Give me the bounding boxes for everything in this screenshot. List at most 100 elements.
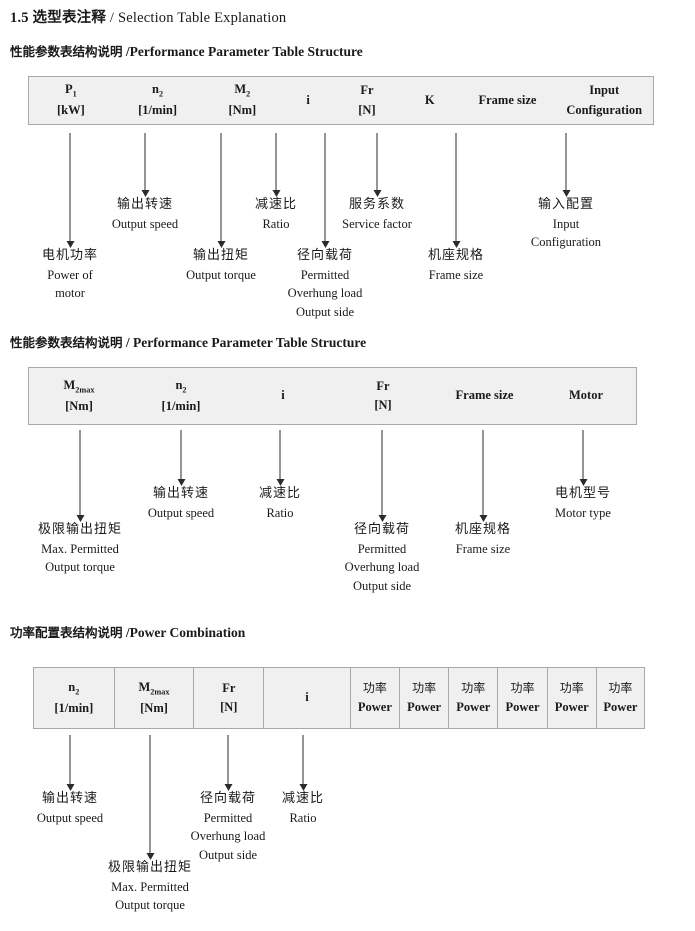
note-label-en: Output side <box>199 848 257 862</box>
note-label-en: Output speed <box>147 505 215 520</box>
note-label-en: Permitted <box>357 541 407 556</box>
note-label-en: Output torque <box>45 560 115 575</box>
table-header-cell: Motor <box>536 368 636 424</box>
arrow-ratio-2 <box>276 430 285 486</box>
note-label-cn: 径向载荷 <box>353 522 411 537</box>
document-title-cn: 1.5 选型表注释 <box>10 10 107 26</box>
arrow-motor-type <box>579 430 588 486</box>
section-2-heading-en: Performance Parameter Table Structure <box>133 335 367 350</box>
arrow-output-torque <box>217 133 226 248</box>
header-unit: [1/min] <box>54 700 94 715</box>
header-unit: [1/min] <box>161 398 201 413</box>
note-label-en: Overhung load <box>344 560 420 575</box>
header-unit: Power <box>407 699 442 714</box>
header-unit: Power <box>456 699 491 714</box>
arrow-frame-size-2 <box>479 430 488 522</box>
note-label-en: Permitted <box>203 810 253 825</box>
header-subscript: 2 <box>159 89 164 99</box>
header-unit: Power <box>603 699 638 714</box>
table-header-cell: Fr[N] <box>334 77 400 124</box>
header-symbol: K <box>424 92 435 107</box>
table-header-cell: 功率 Power <box>546 668 596 728</box>
header-symbol: Fr <box>222 680 236 695</box>
section-3-heading-cn: 功率配置表结构说明 <box>10 625 123 640</box>
note-label-cn: 输出扭矩 <box>192 248 250 263</box>
note-label-cn: 服务系数 <box>348 197 406 212</box>
document-title: 1.5 选型表注释 / Selection Table Explanation <box>10 6 286 27</box>
note-label-cn: 极限输出扭矩 <box>107 860 193 875</box>
section-3-heading-sep: / <box>122 625 130 640</box>
note-output-speed-2: 输出转速 Output speed <box>148 484 214 522</box>
header-symbol: i <box>305 690 309 705</box>
section-3-heading: 功率配置表结构说明 /Power Combination <box>10 622 245 641</box>
document-title-separator: / <box>106 10 118 26</box>
header-unit: [Nm] <box>140 700 168 715</box>
section-2-heading-cn: 性能参数表结构说明 <box>10 335 123 350</box>
header-unit: [N] <box>374 398 392 412</box>
header-subscript: 1 <box>72 89 77 99</box>
header-symbol: M2 <box>234 82 251 99</box>
table-header-cell: n2 [1/min] <box>113 77 203 124</box>
header-unit: [N] <box>220 700 238 714</box>
note-label-cn: 电机功率 <box>41 248 99 263</box>
header-symbol: Frame size <box>478 92 537 107</box>
note-label-en: Frame size <box>455 541 511 556</box>
header-symbol: n2 <box>175 377 187 395</box>
header-unit: [Nm] <box>65 398 93 413</box>
note-label-en: Power of <box>47 267 93 282</box>
note-label-en: Ratio <box>289 810 317 825</box>
header-symbol: i <box>306 92 310 107</box>
table-header-cell: Frame size <box>460 77 556 124</box>
table-header-cell: M2 [Nm] <box>202 77 282 124</box>
arrow-service-factor <box>373 133 382 197</box>
note-label-en: Ratio <box>266 505 294 520</box>
arrow-ratio-3 <box>299 735 308 791</box>
note-label-en: Output torque <box>115 898 185 913</box>
table-header-cell: M2max[Nm] <box>113 668 194 728</box>
arrow-output-speed-3 <box>66 735 75 791</box>
note-label-en: Ratio <box>262 216 290 231</box>
header-symbol: n2 <box>68 679 80 697</box>
table-header-cell: K <box>400 77 460 124</box>
note-label-en: Permitted <box>300 267 350 282</box>
header-unit: [Nm] <box>228 103 257 118</box>
note-label-en: Frame size <box>428 267 484 282</box>
header-symbol: n2 <box>152 82 164 99</box>
note-label-en: Max. Permitted <box>41 541 119 556</box>
table-header-cell: M2max [Nm] <box>29 368 129 424</box>
table-header-cell: P1[kW] <box>29 77 113 124</box>
note-label-en: Output side <box>353 579 411 593</box>
header-unit: Power <box>554 699 589 714</box>
header-symbol: 功率 <box>461 681 486 696</box>
header-symbol: Motor <box>568 388 603 403</box>
table-header-cell: n2 [1/min] <box>129 368 233 424</box>
note-label-en: Max. Permitted <box>111 879 189 894</box>
power-combination-table: n2 [1/min] M2max[Nm] Fr [N] i 功率 Power 功率 Power 功率… <box>33 667 645 729</box>
header-symbol: M2max <box>63 377 95 395</box>
header-symbol: Fr <box>360 83 374 98</box>
header-unit: [1/min] <box>138 103 178 118</box>
table-header-cell: Fr[N] <box>333 368 433 424</box>
header-symbol: P1 <box>64 82 77 99</box>
arrow-input-configuration <box>562 133 571 197</box>
header-symbol: 功率 <box>412 681 437 696</box>
section-2-heading: 性能参数表结构说明 / Performance Parameter Table … <box>10 332 366 351</box>
note-label-en: Overhung load <box>287 286 363 301</box>
note-label-cn: 径向载荷 <box>199 791 257 806</box>
arrow-output-speed-2 <box>177 430 186 486</box>
header-symbol: 功率 <box>559 681 584 696</box>
note-label-cn: 输出转速 <box>152 486 209 501</box>
